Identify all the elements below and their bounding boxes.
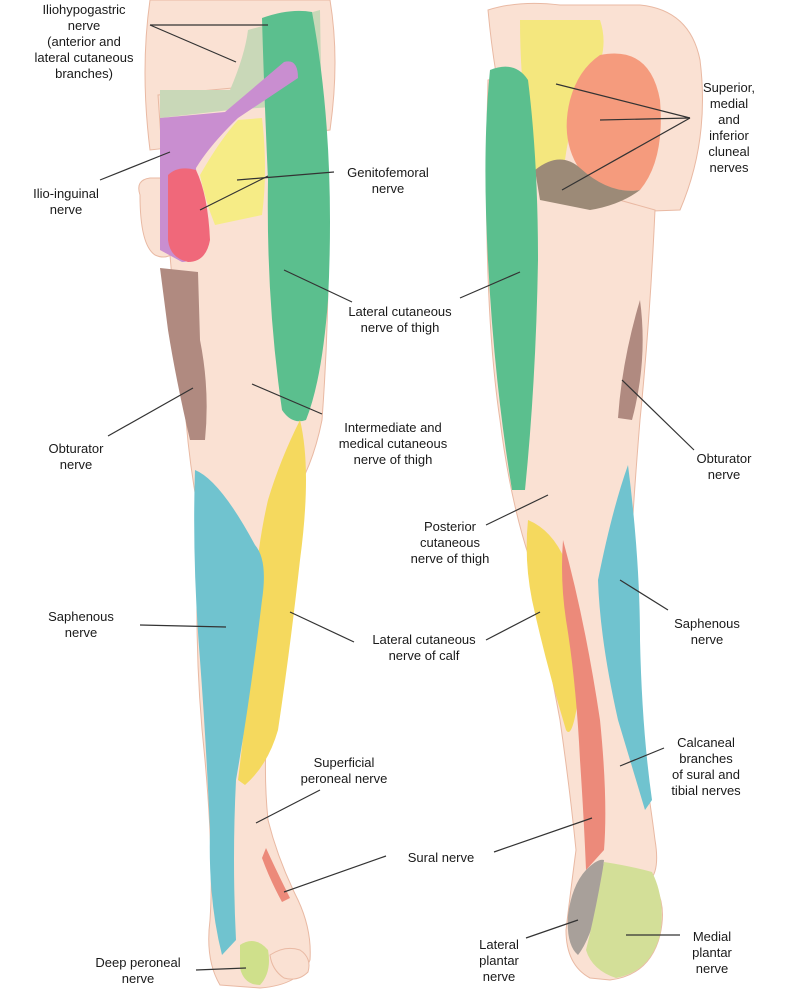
- leader-lateral-cut-thigh-2: [459, 271, 521, 299]
- saphenous-anterior-area: [194, 470, 264, 955]
- leader-cluneal-2: [599, 117, 691, 121]
- genitofemoral-area: [168, 168, 210, 262]
- sural-anterior-area: [262, 848, 290, 902]
- label-iliohypogastric: Iliohypogastric nerve (anterior and late…: [34, 2, 134, 81]
- inferior-cluneal-area: [535, 159, 640, 210]
- anterior-leg: [138, 0, 336, 989]
- leader-iliohypogastric-2: [149, 24, 237, 63]
- medial-cluneal-area: [566, 53, 661, 191]
- label-obturator-front: Obturator nerve: [48, 441, 104, 472]
- leader-genitofemoral-1: [236, 171, 335, 181]
- label-posterior-cut-thigh: Posterior cutaneous nerve of thigh: [410, 519, 490, 566]
- leader-ilioinguinal: [99, 151, 171, 181]
- obturator-anterior-area: [160, 268, 207, 440]
- label-obturator-back: Obturator nerve: [696, 451, 752, 482]
- superior-cluneal-area: [520, 20, 604, 170]
- leader-calcaneal: [619, 747, 665, 767]
- leader-saphenous-front: [139, 624, 227, 628]
- leader-lateral-cut-calf-1: [289, 611, 355, 643]
- label-cluneal: Superior, medial and inferior cluneal ne…: [702, 80, 756, 175]
- label-genitofemoral: Genitofemoral nerve: [347, 165, 429, 196]
- label-deep-peroneal: Deep peroneal nerve: [95, 955, 181, 986]
- label-lateral-cut-thigh: Lateral cutaneous nerve of thigh: [348, 304, 452, 335]
- label-sural: Sural nerve: [407, 850, 475, 865]
- label-lateral-cut-calf: Lateral cutaneous nerve of calf: [372, 632, 476, 663]
- leader-cluneal-3: [561, 117, 691, 191]
- anterior-toes: [269, 947, 310, 980]
- femoral-branch-area: [200, 118, 265, 225]
- label-medial-plantar: Medial plantar nerve: [692, 929, 732, 976]
- leader-lines: [99, 24, 695, 971]
- label-ilioinguinal: Ilio-inguinal nerve: [33, 186, 99, 217]
- lateral-plantar-area: [567, 859, 604, 955]
- leader-deep-peroneal: [195, 967, 247, 971]
- lateral-cutaneous-thigh-posterior-area: [485, 66, 538, 491]
- lateral-cutaneous-thigh-area: [262, 10, 330, 422]
- label-saphenous-front: Saphenous nerve: [48, 609, 114, 640]
- label-intermediate-medial: Intermediate and medical cutaneous nerve…: [338, 420, 448, 467]
- obturator-posterior-area: [618, 300, 643, 420]
- label-saphenous-back: Saphenous nerve: [674, 616, 740, 647]
- leader-obturator-back: [621, 379, 695, 451]
- leader-posterior-cut-thigh: [485, 494, 549, 526]
- label-calcaneal: Calcaneal branches of sural and tibial n…: [671, 735, 741, 798]
- leader-intermediate-medial: [251, 383, 323, 415]
- leader-superficial-peroneal: [255, 789, 321, 824]
- medial-plantar-area: [586, 862, 662, 978]
- leader-lateral-cut-calf-2: [485, 611, 541, 641]
- deep-peroneal-area: [240, 941, 269, 985]
- leader-cluneal-1: [555, 83, 691, 119]
- lateral-cutaneous-calf-area: [238, 420, 306, 785]
- label-lateral-plantar: Lateral plantar nerve: [479, 937, 519, 984]
- leader-genitofemoral-2: [199, 175, 269, 211]
- leader-sural-1: [283, 855, 387, 893]
- leader-lateral-cut-thigh-1: [283, 269, 353, 303]
- leader-obturator-front: [107, 387, 194, 437]
- leader-saphenous-back: [619, 579, 669, 611]
- leader-sural-2: [493, 817, 593, 853]
- leader-lateral-plantar: [525, 919, 579, 939]
- label-superficial-peroneal: Superficial peroneal nerve: [300, 755, 388, 786]
- saphenous-posterior-area: [598, 465, 652, 810]
- sural-posterior-area: [562, 540, 606, 870]
- posterior-leg: [485, 2, 703, 981]
